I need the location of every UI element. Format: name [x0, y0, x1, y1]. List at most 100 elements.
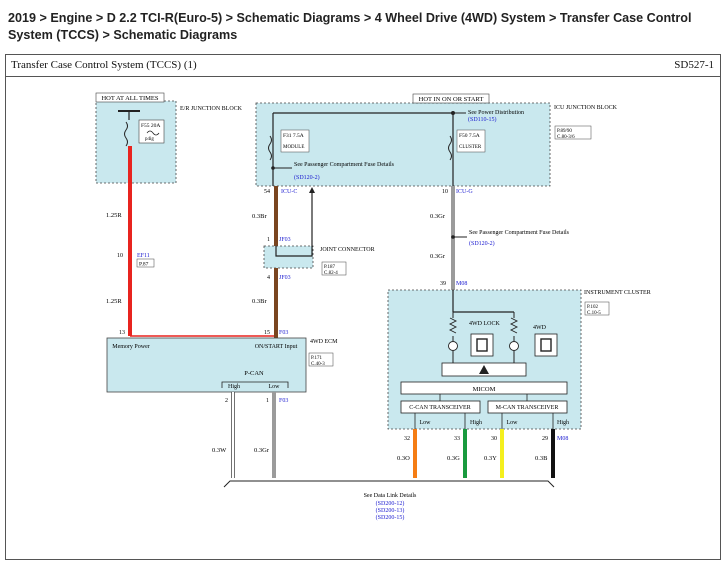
- pin-33: 33: [454, 436, 460, 442]
- icu-page-box: [554, 125, 592, 140]
- fuse-f50-label: F50 7.5A: [459, 133, 480, 139]
- 4wd-lock-indicator-glyph: [476, 338, 488, 352]
- pcan-bracket: [221, 381, 289, 388]
- ecm-can-high: High: [228, 384, 240, 390]
- fuse-f50-sub: CLUSTER: [459, 145, 482, 150]
- fuse-f31-sub: MODULE: [283, 145, 304, 150]
- cluster-lock-text: 4WD LOCK: [469, 321, 500, 327]
- connector-f03: F03: [279, 330, 288, 336]
- cluster-high1: High: [470, 420, 482, 426]
- cluster-4wd-label: 4WD: [533, 325, 547, 331]
- pin-4-joint: 4: [267, 275, 270, 281]
- pin-13: 13: [119, 330, 125, 336]
- pin-10-icu: 10: [442, 189, 448, 195]
- pass-note: See Passenger Compartment Fuse Details: [294, 162, 395, 168]
- pin-54: 54: [264, 189, 270, 195]
- ecm-block: [106, 337, 307, 393]
- wire-right-a-label: 0.3Gr: [430, 213, 446, 220]
- connector-m08-bot: M08: [557, 436, 568, 442]
- 4wd-lock-indicator-icon: [470, 333, 494, 357]
- connector-icuc: ICU-C: [281, 189, 297, 195]
- pass-ref2: (SD120-2): [469, 240, 495, 247]
- pass-ref: (SD120-2): [294, 174, 320, 181]
- fuse-f55-sub: p4ig: [145, 137, 154, 142]
- connector-ef11: EF11: [137, 253, 150, 259]
- fuse-f50-box: [456, 129, 486, 153]
- cluster-page: P.102: [587, 305, 598, 310]
- fuse-f55-label: F55 20A: [141, 123, 160, 129]
- pin-29: 29: [542, 436, 548, 442]
- icu-page-ref: P.89/90: [557, 129, 572, 134]
- dist-note: See Power Distribution: [468, 110, 524, 116]
- ef11-page-box: [136, 258, 155, 268]
- wire-y-label: 0.3Y: [484, 455, 497, 462]
- pin-32: 32: [404, 436, 410, 442]
- cluster-micom: MICOM: [473, 386, 496, 393]
- resistor-lock: [448, 317, 458, 334]
- data-link-ref3: (SD200-15): [376, 514, 405, 521]
- er-block-name-text: E/R JUNCTION BLOCK: [180, 106, 243, 112]
- wire-o-label: 0.3O: [397, 455, 410, 462]
- ecm-page-box: [308, 352, 334, 367]
- pin-1-joint: 1: [267, 237, 270, 243]
- ecm-onstart-input: ON/START Input: [255, 344, 298, 350]
- cluster-high2: High: [557, 420, 569, 426]
- 4wd-indicator-icon: [534, 333, 558, 357]
- dist-ref: (SD110-15): [468, 116, 496, 123]
- ef11-page: P.87: [139, 262, 149, 268]
- cluster-ccan: C-CAN TRANSCEIVER: [409, 405, 470, 411]
- joint-bridge-wire: [275, 190, 313, 257]
- hot-in-on-box: [412, 93, 490, 104]
- data-link-ref2: (SD200-13): [376, 507, 405, 514]
- driver-triangle-icon: [479, 365, 489, 374]
- 4wd-indicator-glyph: [540, 338, 552, 352]
- sheet-header: Transfer Case Control System (TCCS) (1) …: [6, 55, 720, 77]
- wire-b-label: 0.3B: [535, 455, 548, 462]
- pass-note2: See Passenger Compartment Fuse Details: [469, 230, 570, 236]
- fuse-f31-element: [268, 135, 272, 161]
- data-link-note: See Data Link Details: [364, 493, 417, 499]
- ecm-memory-power: Memory Power: [112, 344, 150, 350]
- micom-box: [400, 381, 568, 395]
- ecm-coord: C.40-3: [311, 362, 325, 367]
- wire-can-high-label: 0.3W: [212, 447, 227, 454]
- cluster-name: INSTRUMENT CLUSTER: [584, 290, 651, 296]
- lamp-4wd-icon: [509, 341, 519, 351]
- resistor-4wd: [509, 317, 519, 334]
- wire-right-b-label: 0.3Gr: [430, 253, 446, 260]
- fuse-f55-element: [124, 121, 128, 147]
- wire-can-low-label: 0.3Gr: [254, 447, 270, 454]
- lamp-lock-icon: [448, 341, 458, 351]
- hot-at-all-times-label: HOT AT ALL TIMES: [101, 95, 158, 102]
- pin-1-ecm: 1: [266, 398, 269, 404]
- cluster-low1: Low: [420, 420, 432, 426]
- pin-10-left: 10: [117, 253, 123, 259]
- joint-page: P.187: [324, 265, 335, 270]
- joint-coord: C.82-4: [324, 271, 338, 276]
- cluster-coord: C.10-5: [587, 311, 601, 316]
- icu-coord-ref: C.80-3/6: [557, 135, 575, 140]
- wire-mid-top-label: 0.3Br: [252, 213, 267, 220]
- er-block-name: E/R JUNCTION BLOCK: [180, 106, 243, 112]
- cluster-lock-label: 4WD LOCK: [469, 321, 500, 327]
- data-link-bracket: [223, 480, 555, 488]
- fuse-f55-symbol: [146, 130, 160, 136]
- fuse-f31-label: F31 7.5A: [283, 133, 304, 139]
- sheet-code: SD527-1: [674, 59, 714, 71]
- connector-m08-top: M08: [456, 281, 467, 287]
- pin-39: 39: [440, 281, 446, 287]
- connector-jf03-bot: JF03: [279, 275, 291, 281]
- connector-icug: ICU-G: [456, 189, 473, 195]
- ecm-can-low: Low: [269, 384, 281, 390]
- cluster-mcan: M-CAN TRANSCEIVER: [496, 405, 559, 411]
- mcan-box: [487, 400, 568, 414]
- hot-in-on-label: HOT IN ON OR START: [419, 96, 484, 103]
- data-link-ref1: (SD200-12): [376, 500, 405, 507]
- joint-page-box: [321, 261, 347, 276]
- ecm-name: 4WD ECM: [310, 339, 338, 345]
- fuse-f31-box: [280, 129, 310, 153]
- ecm-memory-text: Memory Power: [112, 344, 150, 350]
- pin-2-ecm: 2: [225, 398, 228, 404]
- ecm-pcan: P-CAN: [244, 370, 264, 377]
